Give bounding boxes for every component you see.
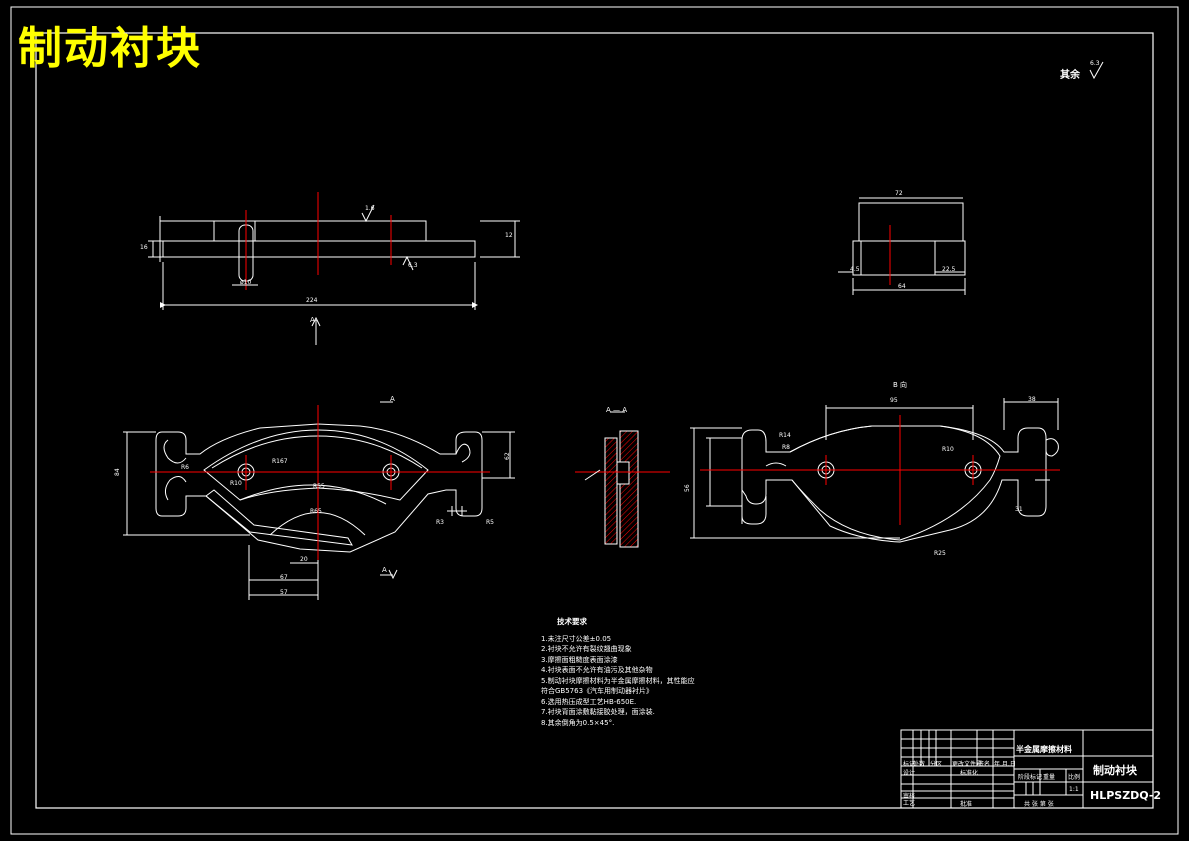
title-block-row-label: 签名 (978, 761, 991, 768)
side-view (838, 197, 966, 295)
title-block-material: 半金属摩擦材料 (1016, 745, 1072, 754)
title-block-row-label: 年.月.日 (994, 761, 1016, 768)
dim-top-roughness-lower: 6.3 (408, 262, 418, 269)
title-block-sheet-info: 共 张 第 张 (1024, 801, 1054, 808)
dim-front-67: 67 (280, 574, 288, 581)
technical-requirements: 技术要求 1.未注尺寸公差±0.05 2.衬块不允许有裂纹翘曲现象 3.摩擦面粗… (541, 617, 695, 728)
dim-front-r167: R167 (272, 458, 288, 465)
title-block-scale-label: 比例 (1068, 774, 1081, 781)
dim-b-r8: R8 (782, 444, 790, 451)
rest-roughness-value: 6.3 (1090, 60, 1100, 67)
front-view (123, 401, 515, 600)
dim-top-roughness: 1.6 (365, 205, 375, 212)
dim-front-20: 20 (300, 556, 308, 563)
arrow-label-a-top: A (310, 316, 315, 324)
title-block-standard: 标准化 (960, 770, 979, 777)
title-block-row-label: 标记 (903, 761, 916, 768)
dim-front-r10: R10 (230, 480, 242, 487)
dim-top-hole: ø10 (240, 279, 252, 286)
title-block-row-label: 更改文件号 (952, 761, 983, 768)
dim-b-38: 38 (1028, 396, 1036, 403)
dim-front-r65: R65 (310, 508, 322, 515)
dim-front-r55: R55 (313, 483, 325, 490)
section-a-a (575, 411, 670, 548)
title-block-design: 设计 (903, 770, 916, 777)
tech-req-item: 6.选用热压成型工艺HB-650E. (541, 697, 637, 706)
arrow-label-a-bottom: A (382, 566, 387, 574)
dim-side-width: 64 (898, 283, 906, 290)
tech-req-item: 符合GB5763《汽车用制动器衬片》 (541, 687, 654, 695)
tech-req-item: 1.未注尺寸公差±0.05 (541, 634, 612, 643)
dim-front-57: 57 (280, 589, 288, 596)
drawing-title: 制动衬块 (18, 23, 202, 74)
title-block-review: 审核 (903, 793, 916, 800)
dim-front-inner-height: 62 (504, 452, 511, 460)
tech-req-item: 4.衬块表面不允许有油污及其他杂物 (541, 666, 653, 674)
dim-b-r14: R14 (779, 432, 791, 439)
dim-side-right: 22.5 (942, 266, 956, 273)
title-block-part-name: 制动衬块 (1093, 764, 1137, 777)
title-block-scale: 1:1 (1069, 786, 1079, 793)
title-block-stage-label: 阶段标记 (1018, 774, 1043, 781)
title-block-row-label: 分区 (930, 761, 943, 768)
tech-req-item: 2.衬块不允许有裂纹翘曲现象 (541, 645, 632, 653)
tech-req-item: 5.制动衬块摩擦材料为半金属摩擦材料，其性能应 (541, 676, 695, 685)
tech-req-item: 7.衬块背面涂敷黏接胶处理，面涂装. (541, 708, 655, 716)
front-view-centerlines (150, 405, 490, 560)
rest-roughness-label: 其余 (1060, 70, 1080, 81)
outer-frame (10, 6, 1179, 835)
title-block-drawing-no: HLPSZDQ-2 (1090, 789, 1162, 802)
tech-req-item: 3.摩擦面粗糙度表面涂漆 (541, 655, 618, 664)
dim-front-r6: R6 (181, 464, 189, 471)
title-block-weight-label: 重量 (1043, 774, 1056, 781)
dim-b-r10: R10 (942, 446, 954, 453)
title-block-approve: 批准 (960, 801, 973, 808)
top-view (148, 192, 520, 345)
b-view-label: B 向 (893, 381, 908, 389)
title-block-row-label: 处数 (913, 761, 926, 768)
dim-front-r5: R5 (486, 519, 494, 526)
dim-side-left: 4.5 (850, 266, 860, 273)
inner-frame (35, 32, 1154, 809)
dim-front-r3: R3 (436, 519, 444, 526)
dim-b-r25: R25 (934, 550, 946, 557)
title-block (900, 729, 1154, 809)
dim-top-height: 12 (505, 232, 513, 239)
arrow-label-a-front: A (390, 395, 395, 403)
dim-b-31: 31 (1015, 506, 1023, 513)
dim-side-top-width: 72 (895, 190, 903, 197)
dim-b-width: 95 (890, 397, 898, 404)
tech-req-item: 8.其余倒角为0.5×45°. (541, 718, 615, 727)
b-view-centerlines (700, 415, 1060, 525)
roughness-symbol-icon (1089, 61, 1104, 80)
dim-top-overall: 224 (306, 297, 318, 304)
dim-front-height: 84 (114, 468, 121, 476)
title-block-process: 工艺 (903, 800, 916, 807)
b-view (690, 398, 1059, 543)
tech-req-heading: 技术要求 (557, 617, 587, 626)
section-a-a-label: A — A (606, 406, 628, 414)
dim-b-height: 56 (684, 484, 691, 492)
dim-top-thickness: 16 (140, 244, 148, 251)
